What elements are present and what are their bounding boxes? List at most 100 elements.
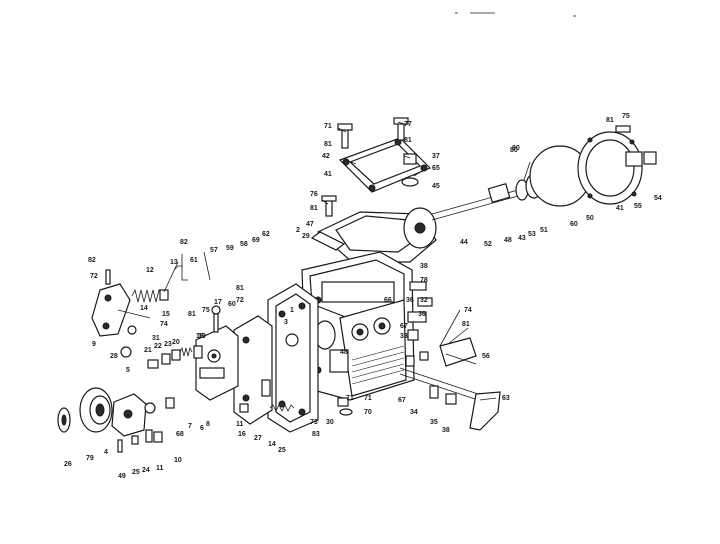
part-label: 7 <box>188 423 192 430</box>
part-label: 41 <box>324 171 332 178</box>
upper-block <box>310 195 437 263</box>
part-label: 80 <box>510 147 518 154</box>
part-label: 81 <box>606 117 614 124</box>
part-label: 14 <box>140 305 148 312</box>
part-label: 38 <box>442 427 450 434</box>
part-label: 48 <box>340 349 348 356</box>
part-label: 66 <box>384 297 392 304</box>
part-label: 6 <box>200 425 204 432</box>
part-label: 32 <box>420 297 428 304</box>
part-label: 81 <box>404 137 412 144</box>
part-label: 81 <box>324 141 332 148</box>
part-label: 81 <box>310 205 318 212</box>
part-label: 38 <box>420 263 428 270</box>
drive-pulley <box>57 387 113 433</box>
part-label: 34 <box>410 409 418 416</box>
part-label: 11 <box>236 421 244 428</box>
part-label: 3 <box>284 319 288 326</box>
part-label: 5 <box>126 367 130 374</box>
part-label: 68 <box>176 431 184 438</box>
part-label: 58 <box>240 241 248 248</box>
part-label: 26 <box>64 461 72 468</box>
part-label: 69 <box>252 237 260 244</box>
part-label: 24 <box>142 467 150 474</box>
part-label: 23 <box>164 341 172 348</box>
gasket-plate <box>267 283 319 433</box>
part-label: 14 <box>268 441 276 448</box>
part-label: 76 <box>310 191 318 198</box>
part-label: 78 <box>420 277 428 284</box>
part-label: 4 <box>104 449 108 456</box>
plunger-parts <box>147 345 203 369</box>
part-label: 75 <box>622 113 630 120</box>
part-label: 82 <box>180 239 188 246</box>
part-label: 28 <box>110 353 118 360</box>
part-label: 48 <box>504 237 512 244</box>
part-label: 29 <box>302 233 310 240</box>
pump-body <box>301 251 415 401</box>
part-label: 52 <box>484 241 492 248</box>
part-label: 1 <box>290 307 294 314</box>
part-label: 36 <box>418 311 426 318</box>
leader-lines <box>163 121 531 401</box>
part-label: 67 <box>400 323 408 330</box>
small-fasteners <box>117 397 353 453</box>
part-label: 42 <box>322 153 330 160</box>
part-label: 11 <box>156 465 164 472</box>
right-fittings <box>407 281 433 323</box>
part-label: 79 <box>86 455 94 462</box>
governor-spring <box>131 265 188 303</box>
part-label: 83 <box>312 431 320 438</box>
part-label: 60 <box>570 221 578 228</box>
top-marks <box>455 12 576 17</box>
part-label: 65 <box>432 165 440 172</box>
diaphragm-assembly <box>431 125 657 221</box>
part-label: 17 <box>214 299 222 306</box>
part-label: 55 <box>634 203 642 210</box>
part-label: 81 <box>462 321 470 328</box>
part-label: 67 <box>398 397 406 404</box>
part-label: 72 <box>236 297 244 304</box>
part-label: 72 <box>90 273 98 280</box>
part-label: 80 <box>512 145 520 152</box>
part-label: 20 <box>172 339 180 346</box>
lever-assembly <box>91 269 151 358</box>
part-label: 35 <box>430 419 438 426</box>
part-label: 82 <box>88 257 96 264</box>
intermediate-plate <box>233 315 273 425</box>
part-label: 71 <box>364 395 372 402</box>
part-label: 13 <box>170 259 178 266</box>
part-label: 60 <box>228 301 236 308</box>
part-label: 37 <box>432 153 440 160</box>
part-label: 59 <box>226 245 234 252</box>
part-label: 57 <box>210 247 218 254</box>
part-label: 73 <box>310 419 318 426</box>
top-cover-plate <box>337 117 432 193</box>
part-label: 62 <box>262 231 270 238</box>
part-label: 56 <box>482 353 490 360</box>
part-label: 30 <box>326 419 334 426</box>
control-linkage <box>399 329 501 431</box>
part-label: 74 <box>160 321 168 328</box>
part-label: 18 <box>196 333 204 340</box>
part-label: 71 <box>324 123 332 130</box>
part-label: 2 <box>296 227 300 234</box>
coupling <box>111 393 175 437</box>
part-label: 77 <box>404 121 412 128</box>
part-label: 27 <box>254 435 262 442</box>
part-label: 33 <box>400 333 408 340</box>
part-label: 44 <box>460 239 468 246</box>
part-label: 53 <box>528 231 536 238</box>
part-label: 25 <box>132 469 140 476</box>
part-label: 43 <box>518 235 526 242</box>
part-label: 81 <box>236 285 244 292</box>
part-label: 70 <box>364 409 372 416</box>
part-label: 31 <box>152 335 160 342</box>
part-label: 74 <box>464 307 472 314</box>
part-label: 71 <box>346 395 354 402</box>
part-label: 15 <box>162 311 170 318</box>
part-label: 81 <box>188 311 196 318</box>
left-valve-body <box>195 305 239 401</box>
